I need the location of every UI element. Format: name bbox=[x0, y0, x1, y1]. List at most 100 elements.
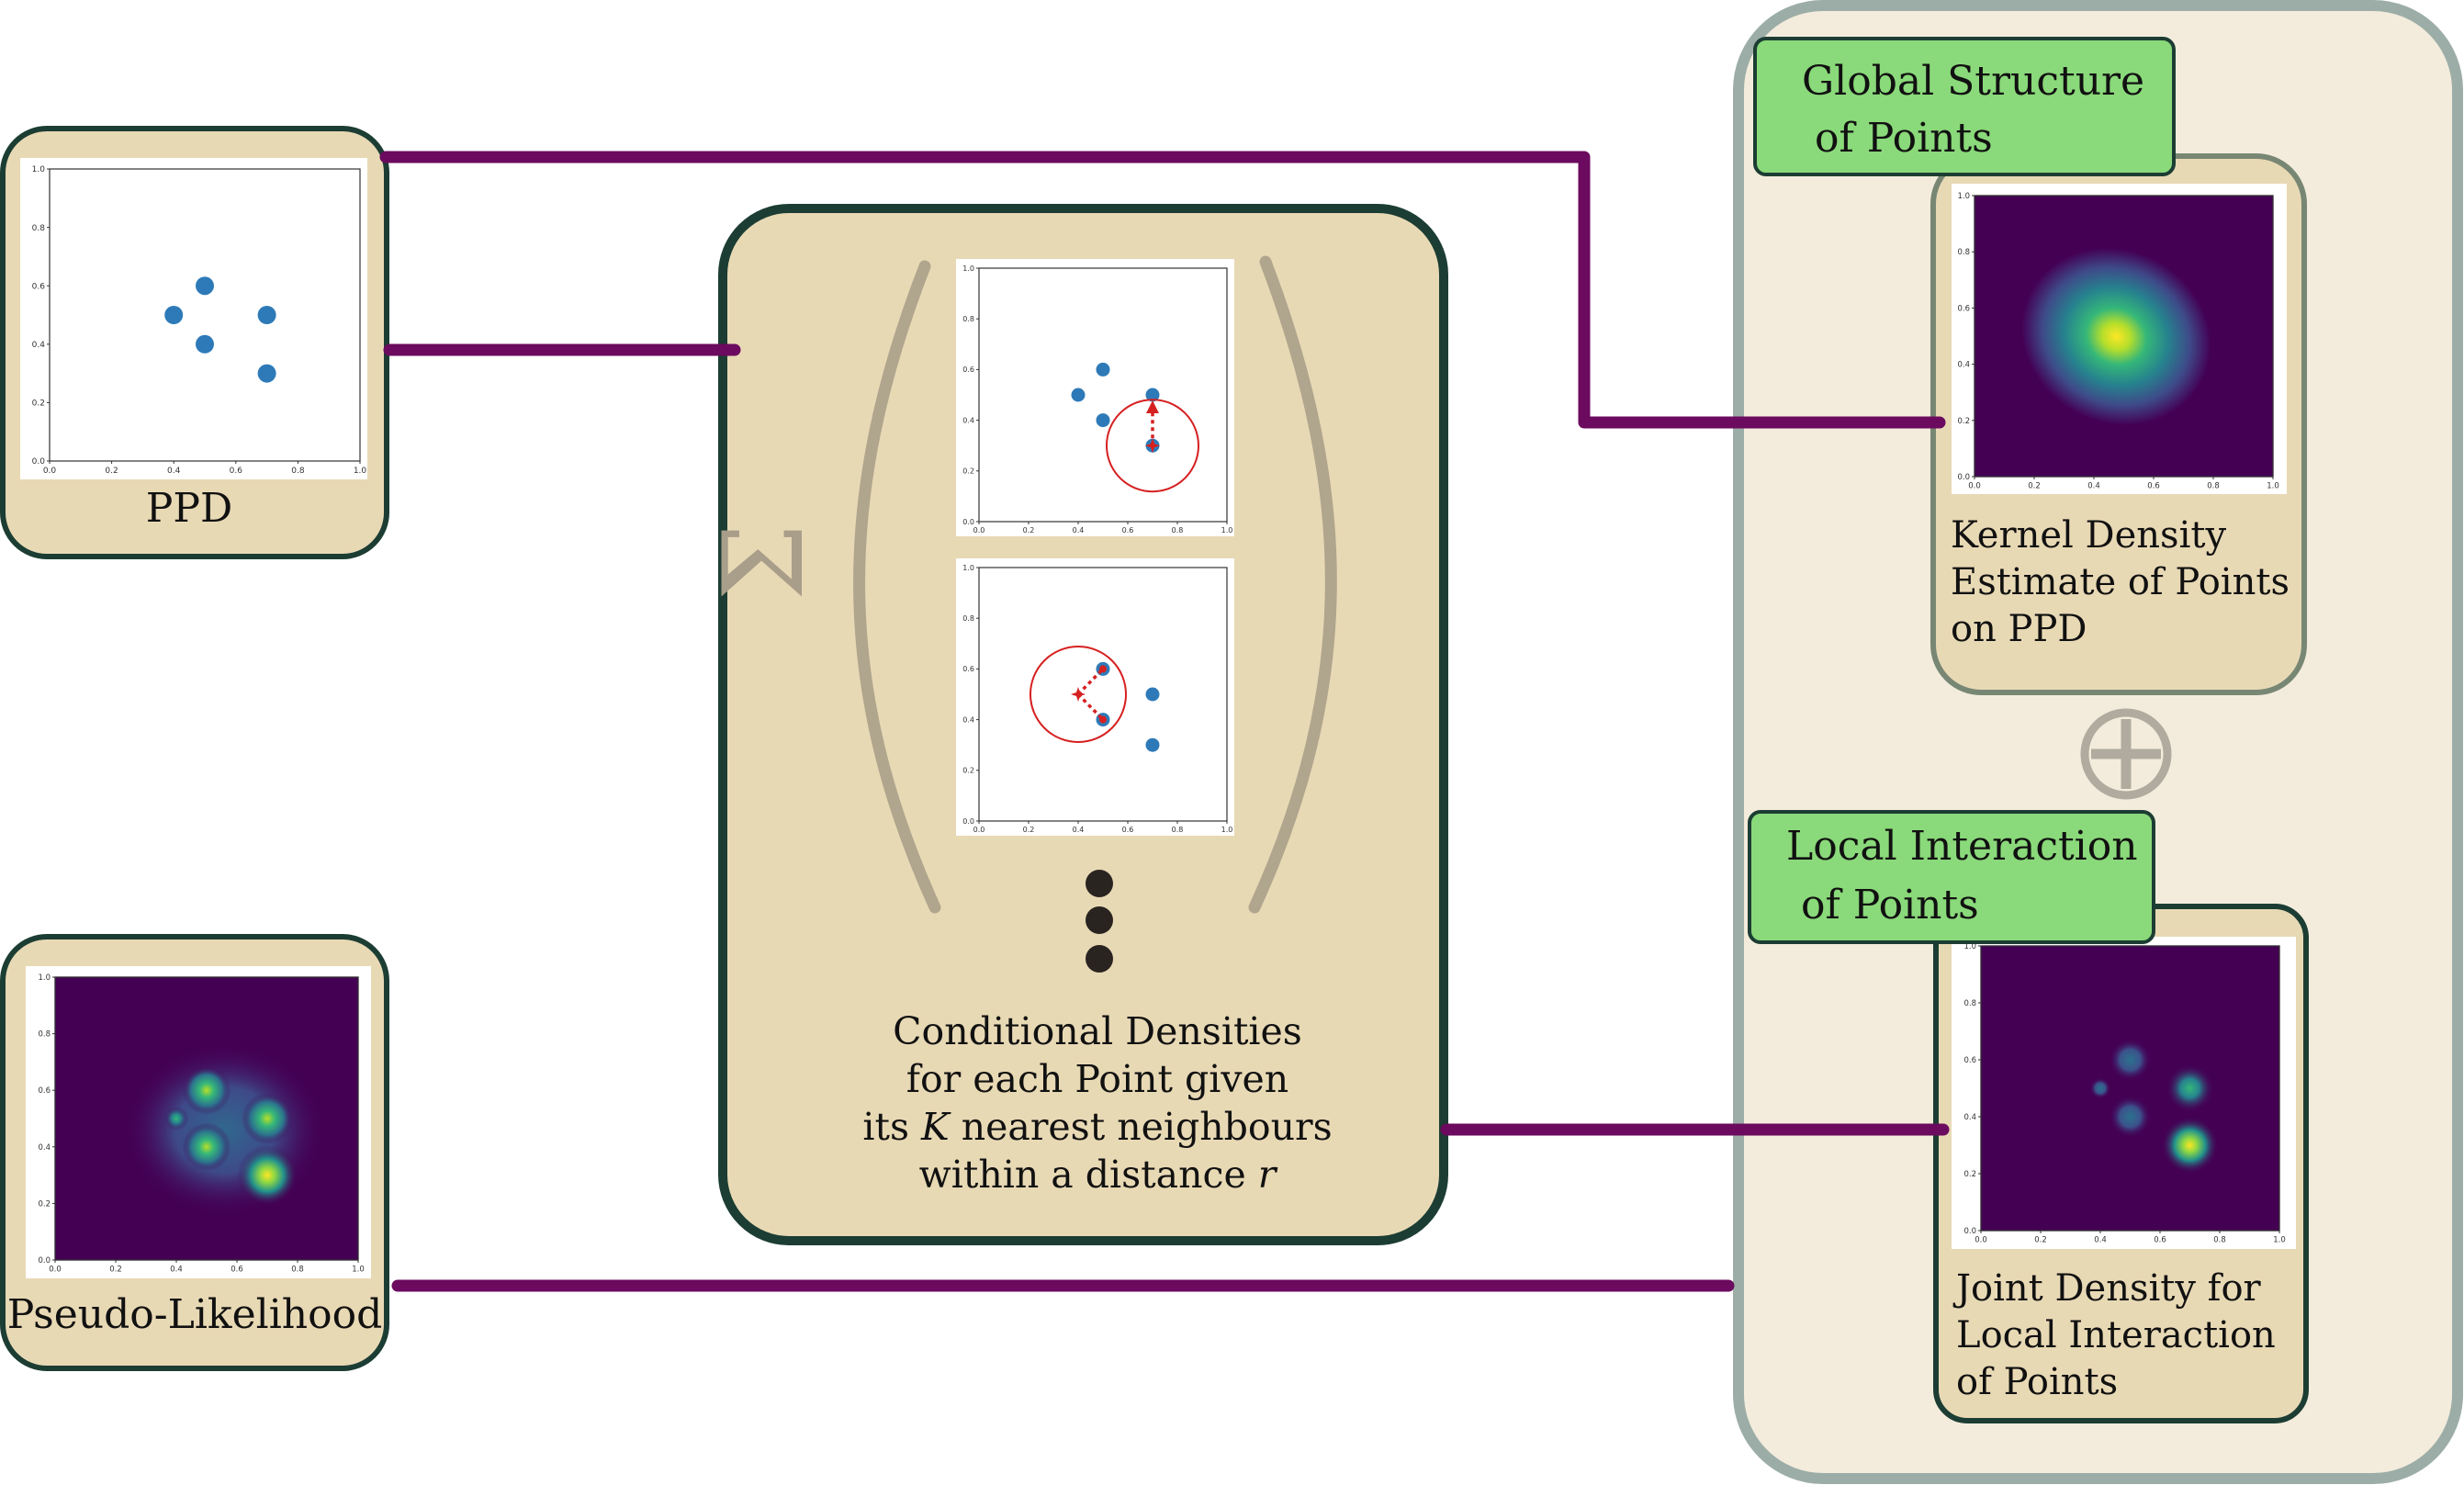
local-interaction-tag-text: Local Interaction of Points bbox=[1786, 823, 2138, 928]
x-tick-label: 0.0 bbox=[1975, 1236, 1987, 1245]
neighbour-arrowhead bbox=[1099, 715, 1107, 724]
y-tick-label: 0.8 bbox=[962, 315, 974, 323]
y-tick-label: 0.2 bbox=[1957, 417, 1970, 426]
neighbour-link bbox=[1076, 692, 1105, 721]
density-surface bbox=[55, 977, 358, 1260]
density-peak bbox=[2089, 1077, 2111, 1099]
data-point bbox=[1145, 737, 1160, 752]
x-tick-label: 1.0 bbox=[352, 1266, 365, 1275]
y-tick-label: 0.2 bbox=[962, 767, 974, 775]
x-tick-label: 0.8 bbox=[2213, 1236, 2226, 1245]
x-tick-label: 0.6 bbox=[2154, 1236, 2166, 1245]
conditional-caption-line-3: its K nearest neighbours bbox=[862, 1105, 1333, 1149]
pseudo-likelihood-label: Pseudo-Likelihood bbox=[6, 1291, 383, 1338]
y-tick-label: 0.0 bbox=[32, 457, 46, 467]
y-tick-label: 0.0 bbox=[962, 817, 974, 826]
y-tick-label: 1.0 bbox=[1963, 942, 1976, 951]
y-tick-label: 1.0 bbox=[962, 264, 974, 273]
x-tick-label: 1.0 bbox=[2273, 1236, 2286, 1245]
local-density-caption: Joint Density for Local Interaction of P… bbox=[1956, 1267, 2276, 1403]
data-point bbox=[196, 276, 214, 296]
y-tick-label: 0.8 bbox=[962, 614, 974, 623]
density-surface bbox=[1981, 946, 2279, 1231]
x-tick-label: 1.0 bbox=[354, 467, 367, 476]
density-peak bbox=[241, 1092, 294, 1145]
x-tick-label: 0.2 bbox=[1023, 826, 1035, 834]
y-tick-label: 0.8 bbox=[38, 1030, 51, 1040]
query-point-marker bbox=[1145, 438, 1160, 454]
y-tick-label: 0.6 bbox=[32, 282, 46, 291]
conditional-caption-line-4: within a distance r bbox=[918, 1153, 1277, 1197]
x-tick-label: 0.6 bbox=[231, 1266, 243, 1275]
right-parenthesis bbox=[1248, 255, 1337, 914]
x-tick-label: 0.0 bbox=[1968, 482, 1981, 491]
y-tick-label: 0.8 bbox=[1963, 999, 1976, 1008]
y-tick-label: 0.4 bbox=[38, 1143, 51, 1153]
x-tick-label: 0.6 bbox=[1122, 526, 1134, 534]
x-tick-label: 1.0 bbox=[1221, 526, 1233, 534]
x-tick-label: 0.8 bbox=[291, 1266, 304, 1275]
y-tick-label: 0.4 bbox=[32, 341, 46, 350]
y-tick-label: 0.2 bbox=[32, 399, 45, 409]
x-tick-label: 0.4 bbox=[2094, 1236, 2107, 1245]
y-tick-label: 0.6 bbox=[962, 366, 974, 374]
y-tick-label: 0.2 bbox=[38, 1199, 51, 1209]
x-tick-label: 0.0 bbox=[43, 467, 57, 476]
local-interaction-tag bbox=[1748, 810, 2155, 944]
y-tick-label: 0.6 bbox=[38, 1086, 51, 1096]
data-point bbox=[1096, 413, 1110, 428]
x-tick-label: 0.4 bbox=[1073, 826, 1085, 834]
x-tick-label: 0.2 bbox=[2028, 482, 2041, 491]
y-tick-label: 0.2 bbox=[962, 467, 974, 476]
ellipsis-dots bbox=[1086, 870, 1113, 973]
data-point bbox=[1071, 388, 1086, 402]
plot-background bbox=[956, 558, 1234, 836]
density-peak bbox=[2161, 1117, 2219, 1174]
x-tick-label: 0.6 bbox=[2147, 482, 2160, 491]
density-peak bbox=[2109, 1039, 2152, 1081]
neighbour-arrowhead bbox=[1146, 400, 1159, 413]
data-point bbox=[257, 364, 276, 383]
plot-frame bbox=[978, 267, 1228, 523]
left-parenthesis bbox=[853, 260, 941, 914]
y-tick-label: 0.4 bbox=[962, 416, 974, 424]
arrows bbox=[379, 151, 1950, 1292]
sum-symbol: Σ bbox=[701, 523, 828, 602]
x-tick-label: 0.2 bbox=[109, 1266, 122, 1275]
density-peak bbox=[163, 1106, 189, 1131]
density-peak bbox=[237, 1144, 298, 1206]
neighbourhood-circle bbox=[1029, 646, 1127, 743]
y-tick-label: 0.0 bbox=[38, 1256, 51, 1266]
x-tick-label: 0.2 bbox=[1023, 526, 1035, 534]
conditional-caption-line-2: for each Point given bbox=[906, 1057, 1289, 1101]
plot-frame bbox=[49, 168, 361, 462]
ppd-label: PPD bbox=[145, 485, 233, 532]
y-tick-label: 1.0 bbox=[1957, 192, 1970, 201]
y-tick-label: 1.0 bbox=[38, 973, 51, 983]
x-tick-label: 0.4 bbox=[2087, 482, 2100, 491]
conditional-caption: Conditional Densities for each Point giv… bbox=[808, 1007, 1387, 1198]
density-peak bbox=[182, 1065, 231, 1115]
x-tick-label: 0.6 bbox=[1122, 826, 1134, 834]
x-tick-label: 0.6 bbox=[230, 467, 243, 476]
x-tick-label: 0.4 bbox=[167, 467, 181, 476]
density-peak bbox=[2166, 1064, 2214, 1112]
y-tick-label: 0.0 bbox=[1957, 473, 1970, 482]
y-tick-label: 0.4 bbox=[1957, 361, 1970, 370]
x-tick-label: 0.0 bbox=[973, 826, 985, 834]
x-tick-label: 0.8 bbox=[1172, 526, 1184, 534]
data-point bbox=[257, 306, 276, 324]
global-structure-tag bbox=[1753, 37, 2176, 176]
data-point bbox=[196, 334, 214, 354]
y-tick-label: 1.0 bbox=[962, 564, 974, 572]
x-tick-label: 0.4 bbox=[1073, 526, 1085, 534]
x-tick-label: 0.0 bbox=[973, 526, 985, 534]
data-point bbox=[164, 306, 184, 324]
y-tick-label: 0.2 bbox=[1963, 1170, 1976, 1179]
